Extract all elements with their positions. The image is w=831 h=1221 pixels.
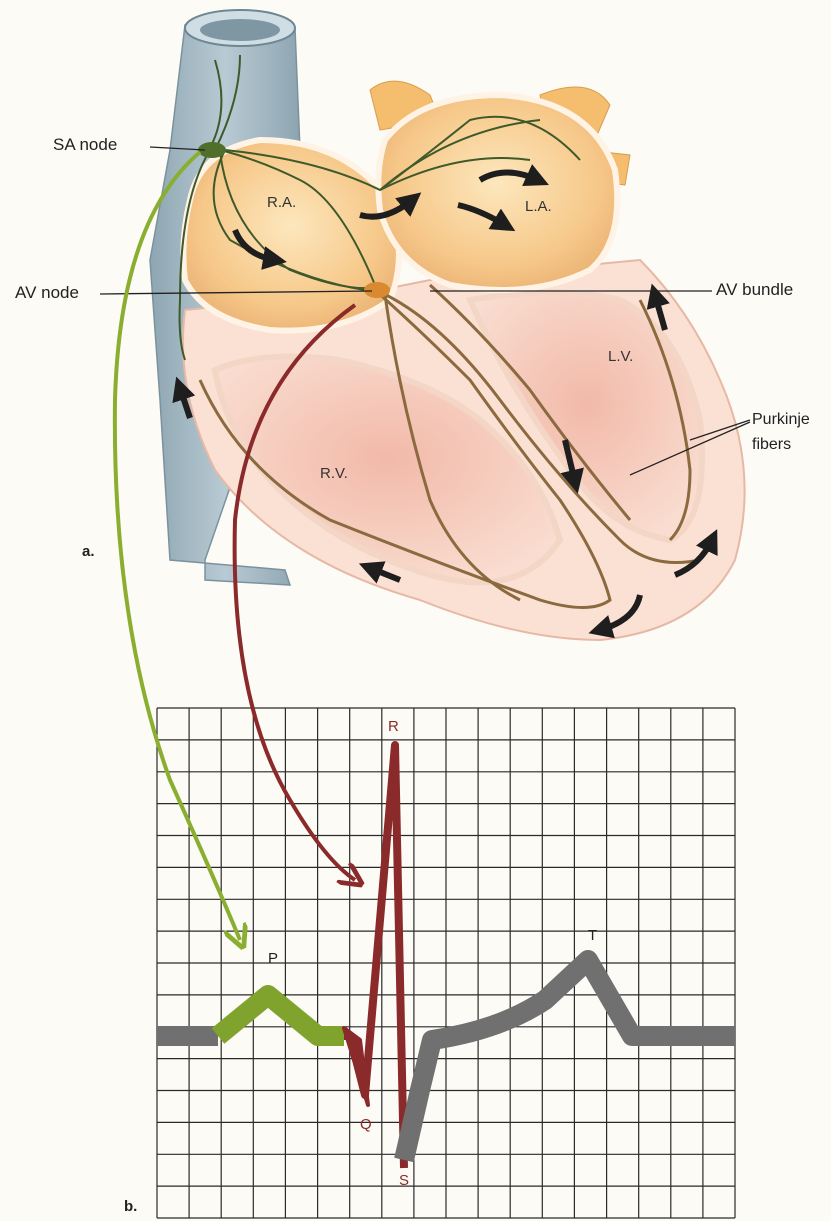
av-bundle-label: AV bundle [716, 280, 793, 300]
left-ventricle-label: L.V. [608, 348, 633, 365]
purkinje-label-line1: Purkinje [752, 411, 810, 429]
ecg-q-label: Q [360, 1116, 372, 1133]
right-atrium-label: R.A. [267, 194, 296, 211]
sa-node-label: SA node [53, 135, 117, 155]
av-node-label: AV node [15, 283, 79, 303]
panel-a-label: a. [82, 543, 95, 560]
right-ventricle-label: R.V. [320, 465, 348, 482]
heart-illustration [100, 10, 750, 640]
p-wave [218, 995, 344, 1036]
left-atrium-label: L.A. [525, 198, 552, 215]
q-wedge [344, 1028, 368, 1105]
ecg-s-label: S [399, 1172, 409, 1189]
ecg-t-label: T [588, 927, 597, 944]
ecg-grid [157, 708, 735, 1218]
st-segment-t-wave [404, 960, 735, 1160]
av-node [364, 282, 390, 298]
ecg-r-label: R [388, 718, 399, 735]
left-atrium [378, 95, 617, 290]
right-atrium [183, 140, 399, 331]
qrs-complex [344, 745, 404, 1168]
ecg-p-label: P [268, 950, 278, 967]
panel-b-label: b. [124, 1198, 137, 1215]
purkinje-label-line2: fibers [752, 436, 791, 454]
